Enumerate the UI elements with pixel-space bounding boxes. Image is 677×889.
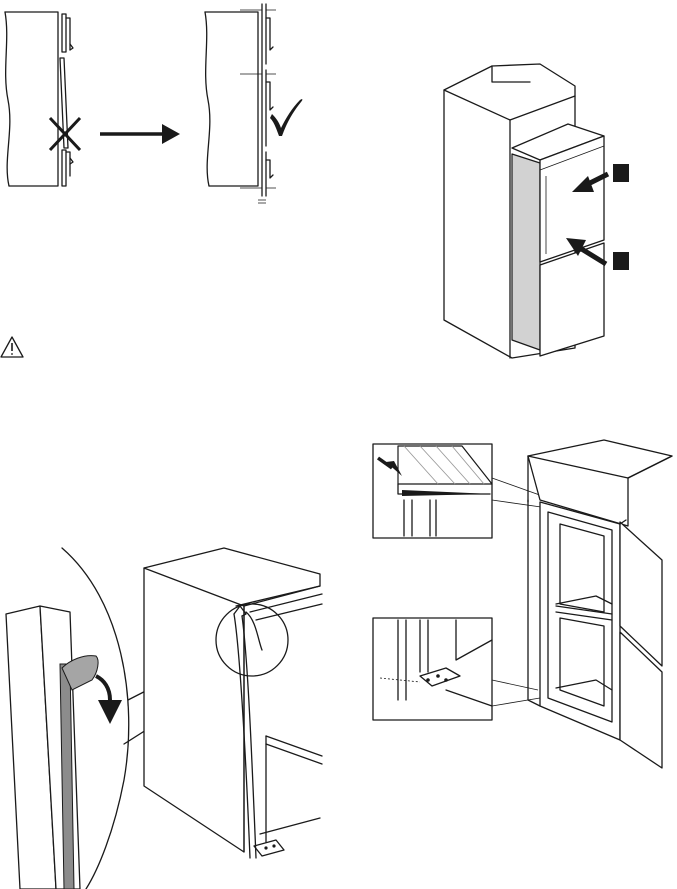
sealing-strip-figure [6,548,322,889]
arrow-right-icon [100,124,180,144]
fridge-door-push-figure [444,64,629,358]
cabinet-side-wrong [5,12,58,186]
fridge-body-open [540,502,620,740]
cross-icon [50,118,80,150]
fridge-doors-open [620,520,662,768]
push-marker-2 [613,252,629,270]
door-top-gap-figure [373,440,672,768]
fridge-side-panel [512,154,540,350]
door-alignment-figure [5,4,302,203]
push-marker-1 [613,164,629,182]
door-panels-misaligned [60,14,73,186]
check-icon [270,99,302,136]
detail-inset-top [373,444,492,538]
enlarged-panel [6,606,98,889]
cabinet-box [144,548,322,856]
curved-arrow-icon [96,676,122,724]
cabinet-side-correct [205,12,258,186]
detail-inset-hinge [373,618,492,720]
warning-triangle-icon [1,337,23,357]
